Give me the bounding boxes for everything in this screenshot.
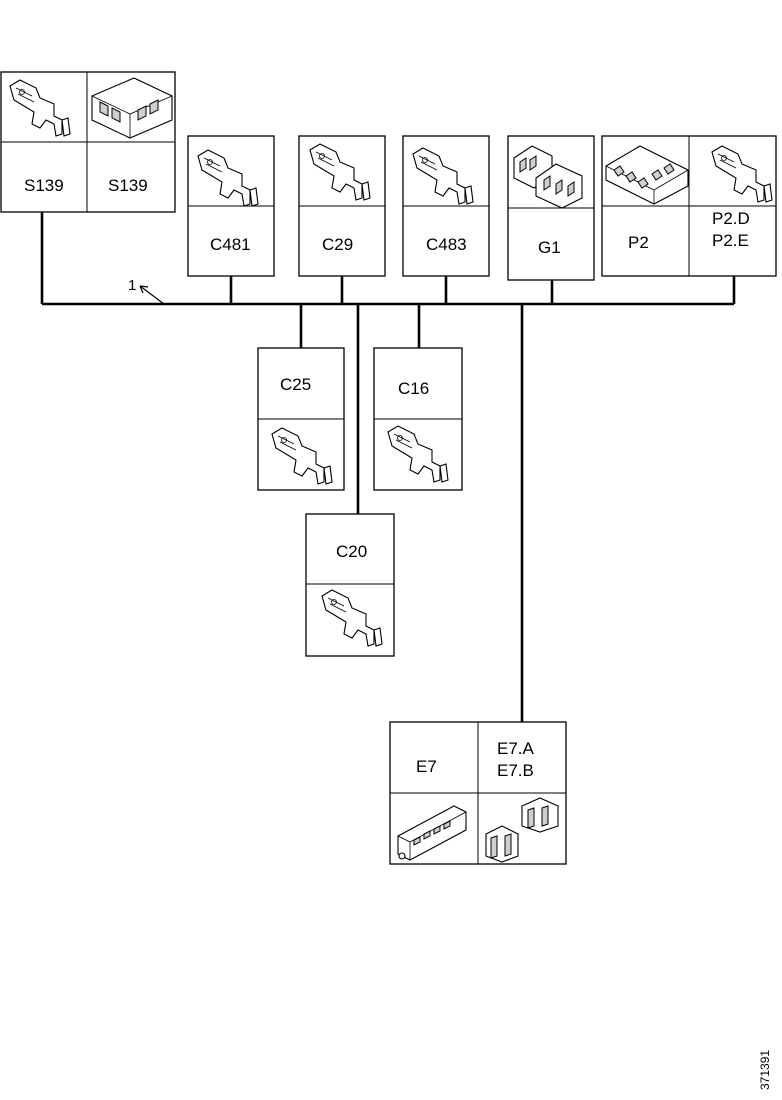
connector-label-s139-right: S139 — [108, 176, 148, 195]
figure-id: 371391 — [758, 1050, 772, 1090]
connector-g1: G1 — [507, 135, 595, 281]
connector-label: C25 — [280, 375, 311, 394]
callout-leader — [139, 285, 165, 305]
connector-label: C20 — [336, 542, 367, 561]
connector-label-line1: E7.A — [497, 739, 535, 758]
connector-p2-pair: P2 P2.D P2.E — [601, 135, 777, 277]
connector-c16: C16 — [373, 347, 463, 491]
connector-housing-icon — [605, 145, 689, 205]
connector-label: C16 — [398, 379, 429, 398]
connector-s139-pair: S139 S139 — [0, 71, 176, 213]
connector-label-s139-left: S139 — [24, 176, 64, 195]
connector-label: P2 — [628, 233, 649, 252]
connector-c29: C29 — [298, 135, 386, 277]
wiring — [40, 212, 736, 722]
connector-c20: C20 — [305, 513, 395, 657]
connector-label: C29 — [322, 235, 353, 254]
connector-e7-pair: E7 E7.A E7.B — [389, 721, 567, 865]
connector-label-line2: P2.E — [712, 231, 749, 250]
connector-c481: C481 — [187, 135, 275, 277]
callout-number: 1 — [128, 277, 136, 294]
connector-c483: C483 — [402, 135, 490, 277]
connector-label: G1 — [538, 238, 561, 257]
connector-label: E7 — [416, 757, 437, 776]
connector-housing-icon — [513, 145, 583, 209]
connector-housing-icon — [397, 805, 467, 861]
connector-label-line2: E7.B — [497, 761, 534, 780]
connector-c25: C25 — [257, 347, 345, 491]
connector-housing-icon — [485, 797, 559, 863]
connector-label: C481 — [210, 235, 251, 254]
connector-label-line1: P2.D — [712, 209, 750, 228]
connector-label: C483 — [426, 235, 467, 254]
